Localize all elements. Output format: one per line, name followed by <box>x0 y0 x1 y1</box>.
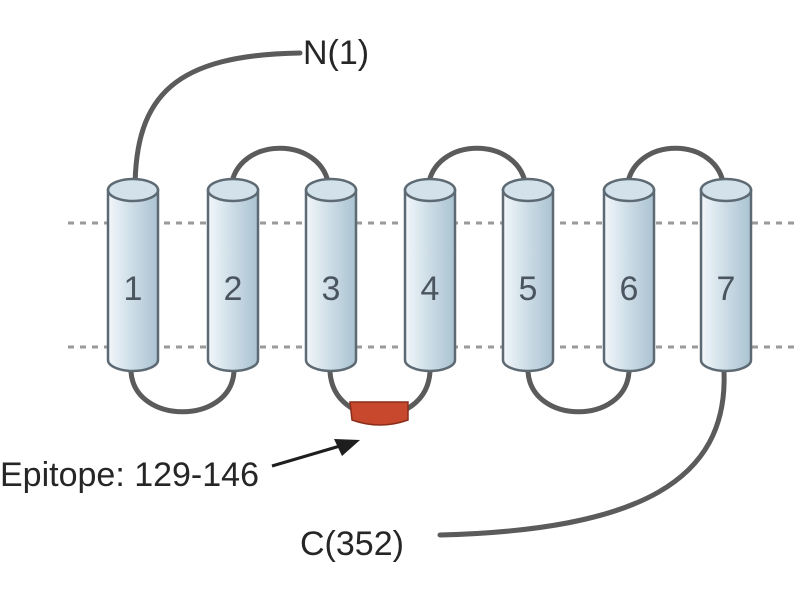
epitope-marker <box>349 401 409 426</box>
helix-body <box>602 188 656 373</box>
helix-body <box>699 188 753 373</box>
helix-number-label: 4 <box>421 270 440 308</box>
helix-top-cap <box>304 177 358 203</box>
helix-number-label: 3 <box>322 270 341 308</box>
epitope-arrow-head <box>334 439 360 456</box>
helix-body <box>106 188 160 373</box>
n-terminal-label: N(1) <box>303 34 369 72</box>
transmembrane-helix-4: 4 <box>403 177 457 373</box>
helix-top-cap <box>602 177 656 203</box>
epitope-arrow-shaft <box>271 444 341 468</box>
helix-top-cap <box>699 177 753 203</box>
extracellular-loop-2 <box>425 145 529 191</box>
epitope-label: Epitope: 129-146 <box>0 456 259 494</box>
intracellular-loop-1 <box>128 369 237 415</box>
extracellular-loop-1 <box>228 145 332 191</box>
helix-number-label: 1 <box>124 270 143 308</box>
helix-body <box>501 188 555 373</box>
transmembrane-helix-2: 2 <box>206 177 260 373</box>
helix-number-label: 6 <box>620 270 639 308</box>
transmembrane-helix-7: 7 <box>699 177 753 373</box>
transmembrane-helix-6: 6 <box>602 177 656 373</box>
transmembrane-helix-5: 5 <box>501 177 555 373</box>
transmembrane-helix-1: 1 <box>106 177 160 373</box>
helix-top-cap <box>106 177 160 203</box>
helix-top-cap <box>403 177 457 203</box>
extracellular-loop-3 <box>624 145 727 191</box>
helix-body <box>206 188 260 373</box>
transmembrane-helix-3: 3 <box>304 177 358 373</box>
helix-body <box>403 188 457 373</box>
helix-top-cap <box>206 177 260 203</box>
helix-number-label: 7 <box>717 270 736 308</box>
intracellular-loop-3 <box>525 369 632 415</box>
helix-number-label: 2 <box>224 270 243 308</box>
c-terminal-label: C(352) <box>300 525 404 563</box>
helix-number-label: 5 <box>519 270 538 308</box>
n-terminal-tail <box>132 50 303 193</box>
helix-body <box>304 188 358 373</box>
c-terminal-tail <box>437 369 727 538</box>
helix-top-cap <box>501 177 555 203</box>
